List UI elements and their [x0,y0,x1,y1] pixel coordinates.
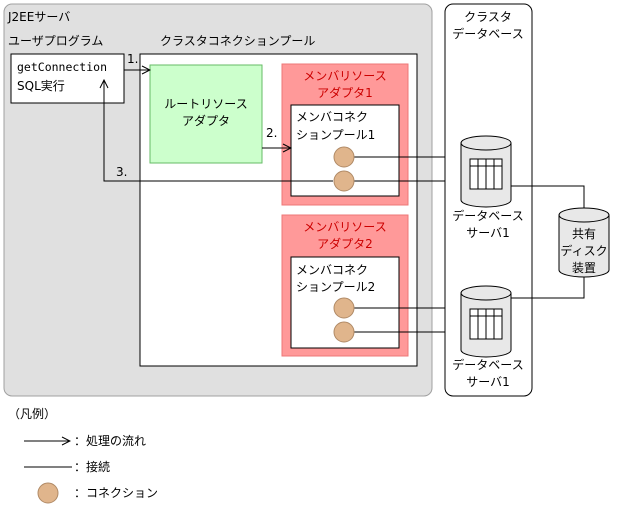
connection-2b [333,321,355,343]
root-adapter-line2: アダプタ [182,113,230,128]
member-pool-1-line1: メンバコネク [296,110,368,124]
member-adapter-1-line2: アダプタ1 [317,85,373,100]
connection-2a [333,297,355,319]
shared-disk-icon [558,207,610,278]
legend-connection-text: ：コネクション [74,486,158,500]
member-pool-1-line2: ションプール1 [296,128,375,142]
shared-disk-line1: 共有 [572,227,596,241]
step-1-label: 1. [127,52,138,66]
member-pool-2-line1: メンバコネク [296,263,368,277]
member-adapter-2-line1: メンバリソース [303,220,386,234]
db-server-2-icon [460,285,512,358]
root-adapter-line1: ルートリソース [164,97,247,111]
step-3-label: 3. [116,165,127,179]
user-program-box [10,53,125,104]
member-adapter-1-line1: メンバリソース [303,69,386,83]
root-resource-adapter [149,64,263,164]
legend-flow-text: ：処理の流れ [74,434,146,448]
get-connection-text: getConnection [17,60,107,74]
sql-exec-text: SQL実行 [17,78,65,93]
legend-connect-text: ：接続 [74,459,110,474]
db-server-1-line1: データベース [452,208,523,223]
server-title: J2EEサーバ [7,10,70,24]
disk-line-1 [510,185,585,212]
db-server-1-icon [460,135,512,208]
connection-1a [333,146,355,168]
cluster-db-line1: クラスタ [464,10,512,24]
member-adapter-2-line2: アダプタ2 [317,236,373,251]
db-server-2-line1: データベース [452,357,523,372]
legend-title: （凡例） [8,407,56,421]
user-program-label: ユーザプログラム [8,34,103,48]
shared-disk-line2: ディスク [560,243,607,258]
db-server-1-line2: サーバ1 [466,226,510,240]
db-server-2-line2: サーバ1 [466,375,510,389]
shared-disk-line3: 装置 [572,261,596,275]
disk-line-2 [510,275,585,299]
connection-1b [333,170,355,192]
member-pool-2-line2: ションプール2 [296,280,375,294]
legend-connection-circle [37,482,59,504]
flow-arrow-3 [104,80,333,182]
step-2-label: 2. [266,126,277,140]
cluster-db-line2: データベース [452,26,523,41]
cluster-pool-label: クラスタコネクションプール [160,34,315,48]
